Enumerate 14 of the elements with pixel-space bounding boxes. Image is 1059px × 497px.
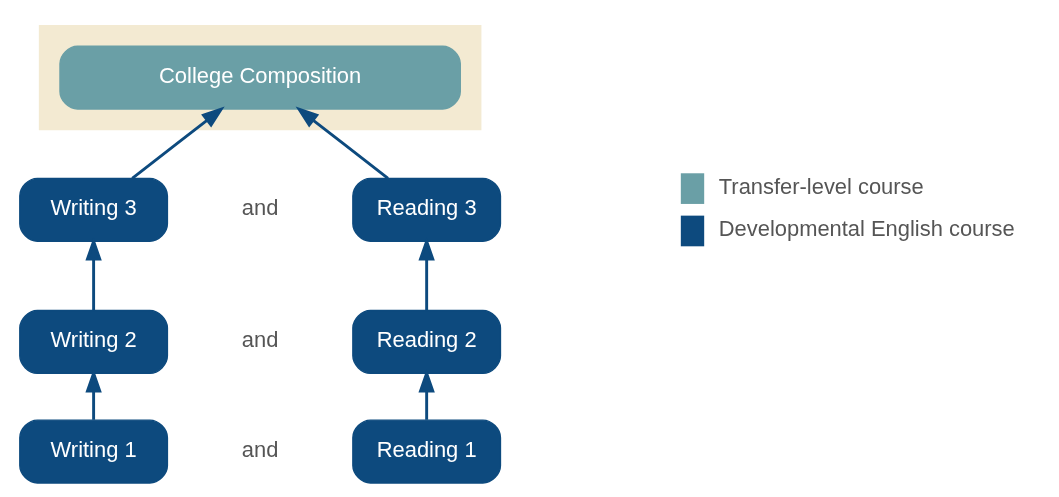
node-box: Writing 2 xyxy=(18,309,168,375)
node-box: Reading 2 xyxy=(351,309,501,375)
arrow xyxy=(295,106,389,180)
node-box: Reading 1 xyxy=(351,419,501,484)
label: and xyxy=(241,327,278,353)
node-box: Writing 1 xyxy=(18,419,168,484)
legend-label: Developmental English course xyxy=(718,216,1015,242)
label: and xyxy=(241,194,278,220)
arrow xyxy=(130,106,225,180)
legend-label: Transfer-level course xyxy=(718,173,924,199)
node-box: Reading 3 xyxy=(351,177,501,242)
node-box: College Composition xyxy=(58,45,461,110)
node-box: Writing 3 xyxy=(18,177,168,242)
label: and xyxy=(241,436,278,462)
